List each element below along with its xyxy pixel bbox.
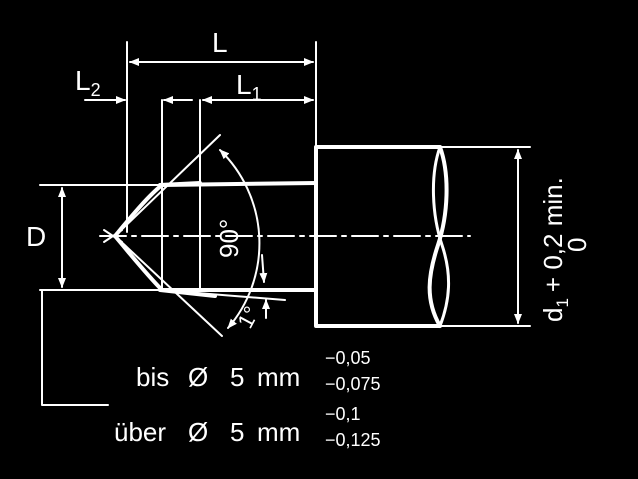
cone-edge-top xyxy=(158,181,202,187)
angle-1-arrow-top xyxy=(259,254,268,283)
tolerance-upper: −0,05 xyxy=(325,348,371,368)
label-d1: d1+ 0,2 min. 0 xyxy=(538,177,592,322)
label-L2: L2 xyxy=(75,65,101,100)
tolerance-lower: −0,075 xyxy=(325,374,381,394)
label-D: D xyxy=(26,221,46,252)
tolerance-row-2: über Ø 5 mm −0,1 −0,125 xyxy=(114,404,381,450)
tolerance-value: 5 xyxy=(230,362,244,392)
tolerance-unit: mm xyxy=(257,362,300,392)
label-angle-90: 90° xyxy=(214,219,244,258)
break-line xyxy=(431,145,450,328)
tolerance-value: 5 xyxy=(230,417,244,447)
angle-line-upper xyxy=(114,134,221,237)
tolerance-prefix: bis xyxy=(136,362,169,392)
svg-text:d1+ 0,2 min.: d1+ 0,2 min. xyxy=(538,177,572,322)
body-outline xyxy=(314,145,449,328)
label-L1: L1 xyxy=(236,69,262,104)
angle-90-arc xyxy=(219,149,261,329)
diameter-symbol: Ø xyxy=(188,362,208,392)
label-L: L xyxy=(212,27,228,58)
tolerance-lower: −0,125 xyxy=(325,430,381,450)
tolerance-unit: mm xyxy=(257,417,300,447)
diameter-symbol: Ø xyxy=(188,417,208,447)
tolerance-leader xyxy=(41,289,109,406)
label-angle-1: 1° xyxy=(232,302,264,332)
angle-line-lower xyxy=(114,235,223,337)
tolerance-row-1: bis Ø 5 mm −0,05 −0,075 xyxy=(136,348,381,394)
svg-text:0: 0 xyxy=(562,238,592,252)
angle-1-line xyxy=(159,289,286,301)
tolerance-prefix: über xyxy=(114,417,166,447)
tolerance-upper: −0,1 xyxy=(325,404,361,424)
